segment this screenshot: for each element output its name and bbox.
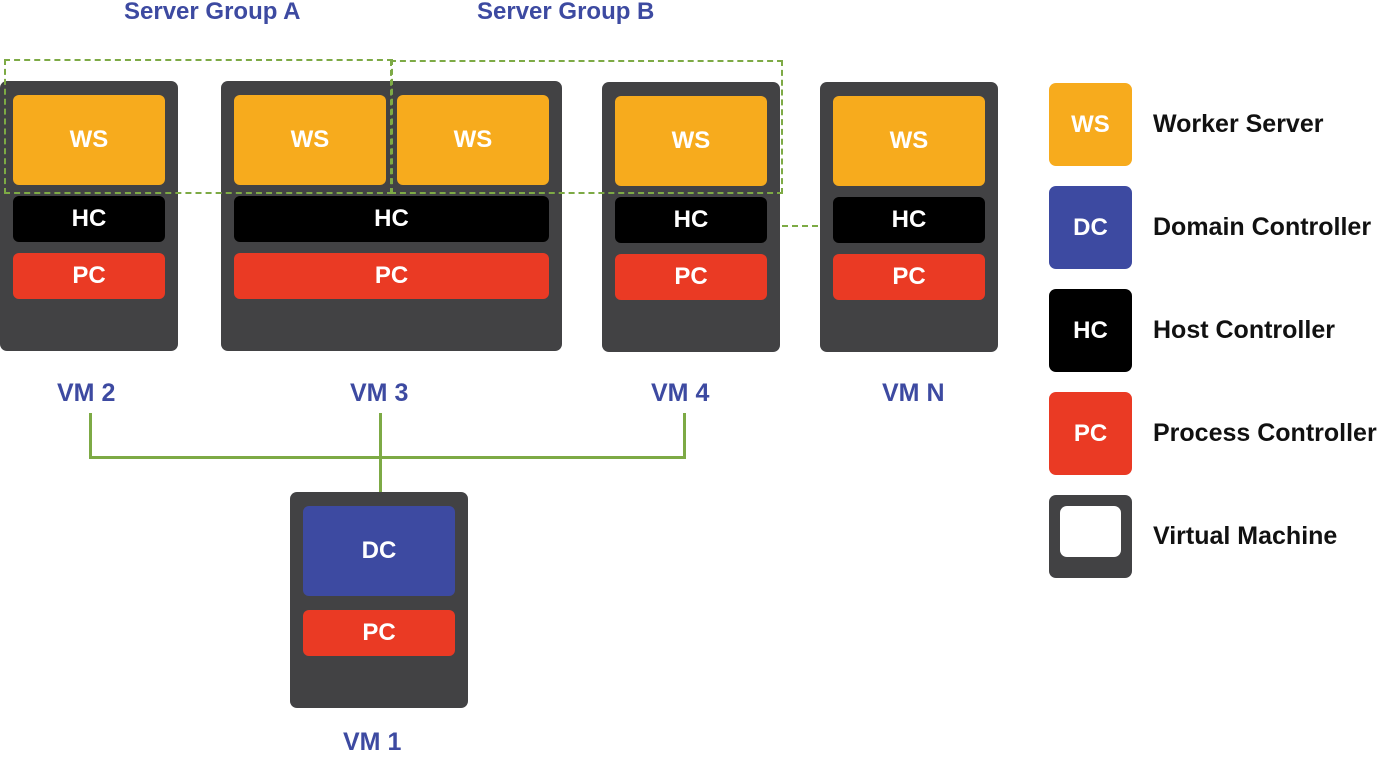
server-group-b-title: Server Group B bbox=[477, 0, 655, 25]
vm4-host-controller: HC bbox=[615, 197, 767, 243]
vm3-worker-server-a: WS bbox=[234, 95, 386, 185]
horizontal-connector bbox=[89, 456, 686, 459]
vmn-worker-server: WS bbox=[833, 96, 985, 186]
vm3-process-controller: PC bbox=[234, 253, 549, 299]
legend-virtual-machine-swatch bbox=[1049, 495, 1132, 578]
legend-worker-server-label: Worker Server bbox=[1153, 110, 1324, 138]
vm3-machine: WS WS HC PC bbox=[221, 81, 562, 351]
vmn-process-controller: PC bbox=[833, 254, 985, 300]
vm2-worker-server: WS bbox=[13, 95, 165, 185]
vm3-host-controller: HC bbox=[234, 196, 549, 242]
vm1-machine: DC PC bbox=[290, 492, 468, 708]
vm2-machine: WS HC PC bbox=[0, 81, 178, 351]
vm3-worker-server-b: WS bbox=[397, 95, 549, 185]
vm2-connector bbox=[89, 413, 92, 459]
server-group-a-outline bbox=[4, 59, 393, 194]
vm1-process-controller: PC bbox=[303, 610, 455, 656]
vm4-machine: WS HC PC bbox=[602, 82, 780, 352]
legend-host-controller-label: Host Controller bbox=[1153, 316, 1335, 344]
legend-domain-controller-label: Domain Controller bbox=[1153, 213, 1372, 241]
legend-domain-controller-swatch: DC bbox=[1049, 186, 1132, 269]
vm3-label: VM 3 bbox=[350, 379, 409, 407]
vm4-vmn-dashed-link bbox=[782, 225, 818, 227]
server-group-b-outline bbox=[390, 60, 783, 194]
vm4-process-controller: PC bbox=[615, 254, 767, 300]
vmn-label: VM N bbox=[882, 379, 945, 407]
legend-worker-server-swatch: WS bbox=[1049, 83, 1132, 166]
legend-host-controller-swatch: HC bbox=[1049, 289, 1132, 372]
vm2-label: VM 2 bbox=[57, 379, 116, 407]
vm4-worker-server: WS bbox=[615, 96, 767, 186]
legend-process-controller-swatch: PC bbox=[1049, 392, 1132, 475]
legend-process-controller-label: Process Controller bbox=[1153, 419, 1377, 447]
vm2-host-controller: HC bbox=[13, 196, 165, 242]
server-group-a-title: Server Group A bbox=[124, 0, 301, 25]
vm4-connector bbox=[683, 413, 686, 459]
vmn-host-controller: HC bbox=[833, 197, 985, 243]
vm2-process-controller: PC bbox=[13, 253, 165, 299]
legend-virtual-machine-label: Virtual Machine bbox=[1153, 522, 1338, 550]
vm4-label: VM 4 bbox=[651, 379, 710, 407]
legend-virtual-machine-inner bbox=[1060, 506, 1121, 557]
vm1-label: VM 1 bbox=[343, 728, 402, 756]
vm1-domain-controller: DC bbox=[303, 506, 455, 596]
vm3-vm1-connector bbox=[379, 413, 382, 493]
vmn-machine: WS HC PC bbox=[820, 82, 998, 352]
